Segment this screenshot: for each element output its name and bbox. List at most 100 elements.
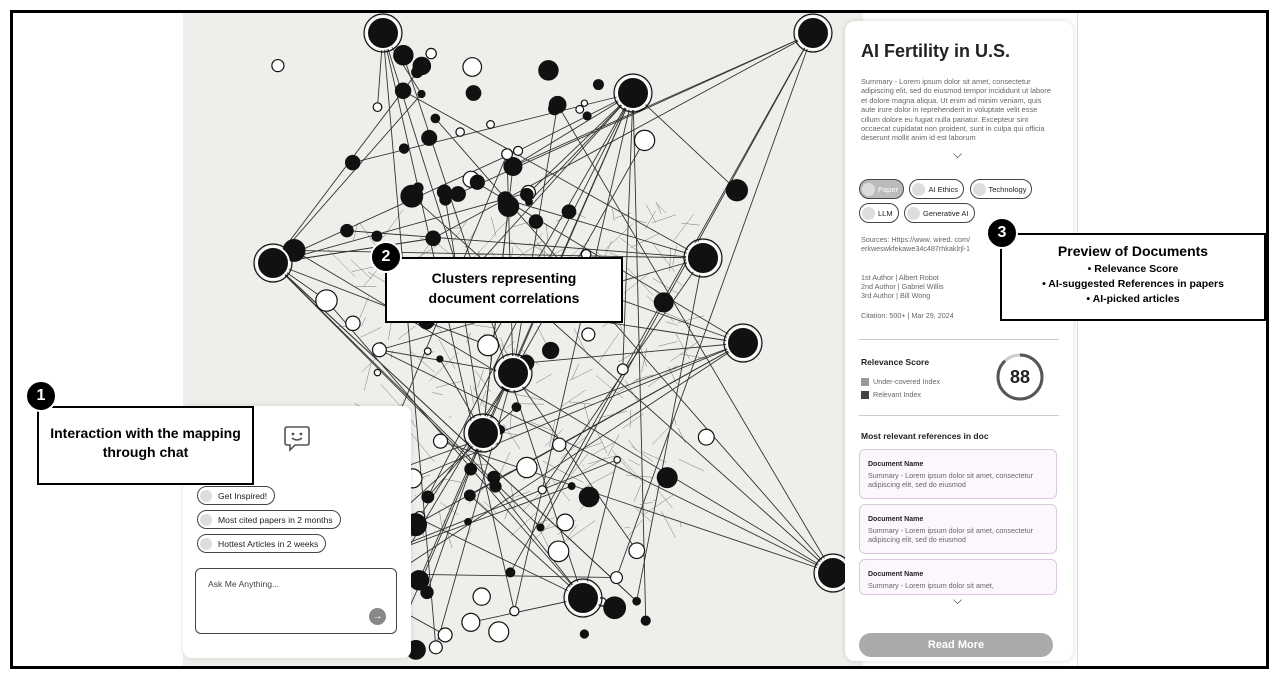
read-more-button[interactable]: Read More [859, 633, 1053, 657]
graph-node[interactable] [488, 621, 510, 643]
graph-node[interactable] [373, 368, 382, 377]
graph-node[interactable] [512, 145, 524, 156]
graph-node[interactable] [393, 44, 414, 66]
graph-node[interactable] [477, 334, 500, 357]
graph-node[interactable] [437, 627, 453, 643]
graph-node[interactable] [420, 585, 434, 600]
graph-node[interactable] [725, 179, 749, 202]
graph-node[interactable] [400, 184, 424, 208]
graph-hub-node[interactable] [496, 356, 530, 390]
graph-node[interactable] [464, 517, 472, 526]
graph-node[interactable] [556, 513, 575, 532]
graph-node[interactable] [486, 120, 496, 129]
graph-node[interactable] [436, 355, 444, 363]
graph-node[interactable] [567, 482, 576, 491]
graph-node[interactable] [511, 402, 522, 413]
graph-node[interactable] [633, 129, 656, 152]
graph-node[interactable] [581, 327, 596, 342]
graph-node[interactable] [436, 184, 452, 200]
graph-node[interactable] [432, 433, 449, 449]
graph-node[interactable] [489, 480, 502, 493]
graph-hub-node[interactable] [256, 246, 290, 280]
graph-node[interactable] [344, 154, 361, 171]
graph-node[interactable] [421, 129, 438, 146]
tag-technology[interactable]: Technology [969, 179, 1033, 199]
graph-node[interactable] [505, 567, 516, 578]
tag-llm[interactable]: LLM [859, 203, 899, 223]
reference-card[interactable]: Document Name Summary - Lorem ipsum dolo… [859, 449, 1057, 499]
graph-node[interactable] [428, 640, 443, 655]
graph-node[interactable] [450, 186, 466, 202]
graph-node[interactable] [501, 148, 514, 161]
graph-node[interactable] [461, 612, 481, 632]
suggestion-chip-most-cited[interactable]: Most cited papers in 2 months [197, 510, 341, 529]
graph-node[interactable] [455, 127, 465, 137]
graph-node[interactable] [503, 156, 523, 177]
graph-node[interactable] [525, 197, 533, 206]
send-arrow-icon[interactable]: → [369, 608, 386, 625]
tag-paper[interactable]: Paper [859, 179, 905, 199]
graph-hub-node[interactable] [466, 416, 500, 450]
graph-node[interactable] [509, 605, 520, 617]
graph-node[interactable] [580, 99, 589, 107]
graph-node[interactable] [656, 467, 678, 489]
suggestion-chip-get-inspired[interactable]: Get Inspired! [197, 486, 276, 505]
graph-node[interactable] [575, 104, 585, 114]
graph-node[interactable] [561, 204, 577, 220]
reference-card[interactable]: Document Name Summary - Lorem ipsum dolo… [859, 504, 1057, 554]
graph-hub-node[interactable] [726, 326, 760, 360]
sources-line-2[interactable]: erkweswkfekawe34c487rhkaklrjl-1 [861, 244, 971, 253]
graph-node[interactable] [640, 615, 651, 626]
sources-link[interactable]: Sources: Https://www. wired. com/ erkwes… [861, 235, 970, 253]
graph-node[interactable] [548, 102, 561, 116]
graph-node[interactable] [552, 437, 567, 452]
graph-node[interactable] [345, 315, 361, 332]
graph-node[interactable] [497, 195, 520, 217]
graph-hub-node[interactable] [686, 241, 720, 275]
suggestion-chip-hottest-articles[interactable]: Hottest Articles in 2 weeks [197, 534, 327, 553]
graph-node[interactable] [421, 490, 435, 504]
graph-node[interactable] [469, 174, 485, 190]
graph-node[interactable] [371, 230, 383, 242]
tag-generative-ai[interactable]: Generative AI [904, 203, 975, 223]
chat-input[interactable]: Ask Me Anything... → [195, 568, 397, 634]
graph-node[interactable] [398, 143, 410, 154]
more-references-chevron-icon[interactable]: ⌵ [953, 593, 963, 607]
graph-node[interactable] [394, 82, 412, 100]
sources-line-1[interactable]: Sources: Https://www. wired. com/ [861, 235, 971, 244]
graph-node[interactable] [592, 79, 604, 91]
graph-node[interactable] [536, 523, 545, 532]
graph-node[interactable] [462, 57, 483, 77]
graph-node[interactable] [628, 542, 646, 560]
graph-node[interactable] [542, 341, 560, 360]
graph-node[interactable] [579, 629, 590, 639]
graph-node[interactable] [372, 102, 383, 113]
graph-node[interactable] [423, 347, 432, 356]
graph-node[interactable] [697, 428, 715, 446]
expand-summary-chevron-icon[interactable]: ⌵ [953, 147, 963, 161]
graph-hub-node[interactable] [616, 76, 650, 110]
graph-node[interactable] [578, 486, 600, 508]
graph-hub-node[interactable] [796, 16, 830, 50]
graph-node[interactable] [613, 455, 622, 464]
graph-node[interactable] [271, 58, 285, 73]
graph-node[interactable] [464, 462, 478, 476]
graph-node[interactable] [340, 223, 354, 238]
graph-hub-node[interactable] [566, 581, 600, 615]
graph-node[interactable] [425, 47, 437, 60]
graph-node[interactable] [425, 230, 441, 247]
graph-node[interactable] [411, 66, 424, 79]
graph-node[interactable] [315, 289, 338, 312]
graph-node[interactable] [603, 596, 627, 620]
graph-node[interactable] [582, 111, 592, 121]
graph-node[interactable] [616, 363, 629, 376]
tag-ai-ethics[interactable]: AI Ethics [909, 179, 965, 199]
graph-node[interactable] [537, 485, 547, 495]
graph-node[interactable] [609, 571, 624, 585]
graph-node[interactable] [528, 214, 544, 229]
graph-node[interactable] [417, 89, 426, 99]
graph-node[interactable] [465, 85, 482, 101]
graph-node[interactable] [653, 292, 674, 313]
graph-node[interactable] [632, 596, 641, 606]
reference-card[interactable]: Document Name Summary - Lorem ipsum dolo… [859, 559, 1057, 595]
